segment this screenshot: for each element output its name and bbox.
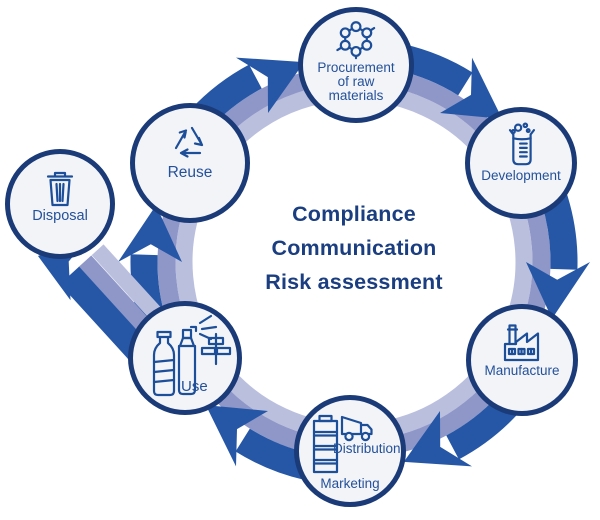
cycle-arrowhead — [236, 57, 305, 113]
stage-manufacture: Manufacture — [466, 304, 578, 416]
stage-label: Development — [481, 168, 561, 183]
stage-label-line: of raw — [337, 74, 375, 89]
center-line: Compliance — [292, 202, 416, 226]
cycle-arrowhead — [440, 57, 503, 119]
disposal-branch-arrowhead — [38, 231, 94, 301]
stage-label: Distribution — [333, 441, 401, 456]
molecule-icon — [330, 19, 382, 61]
beaker-icon — [497, 121, 545, 169]
cycle-arrowhead — [403, 411, 472, 467]
center-line: Risk assessment — [265, 270, 443, 294]
cycle-arrowhead — [118, 205, 182, 262]
stage-development: Development — [465, 107, 577, 219]
stage-reuse: Reuse — [130, 103, 250, 223]
stage-distribution: Distribution Marketing — [294, 395, 406, 507]
cycle-arrowhead — [205, 405, 268, 467]
stage-disposal: Disposal — [5, 149, 115, 259]
stage-label-line: materials — [328, 88, 384, 103]
center-line: Communication — [271, 236, 437, 260]
stage-use: Use — [128, 301, 242, 415]
center-text: Compliance Communication Risk assessment — [204, 197, 504, 299]
stage-label: Use — [181, 378, 208, 395]
products-icon — [137, 310, 233, 406]
recycle-icon — [162, 118, 218, 166]
stage-label-line: Procurement — [317, 60, 395, 75]
stage-label-secondary: Marketing — [320, 476, 380, 491]
factory-icon — [496, 318, 548, 364]
cycle-arrowhead — [526, 262, 590, 319]
barrel-truck-icon — [302, 404, 396, 478]
stage-label: Disposal — [32, 208, 88, 224]
stage-label: Manufacture — [484, 363, 560, 378]
stage-procurement: Procurement of raw materials — [298, 7, 414, 123]
trash-icon — [37, 165, 83, 209]
stage-label: Reuse — [167, 164, 213, 181]
